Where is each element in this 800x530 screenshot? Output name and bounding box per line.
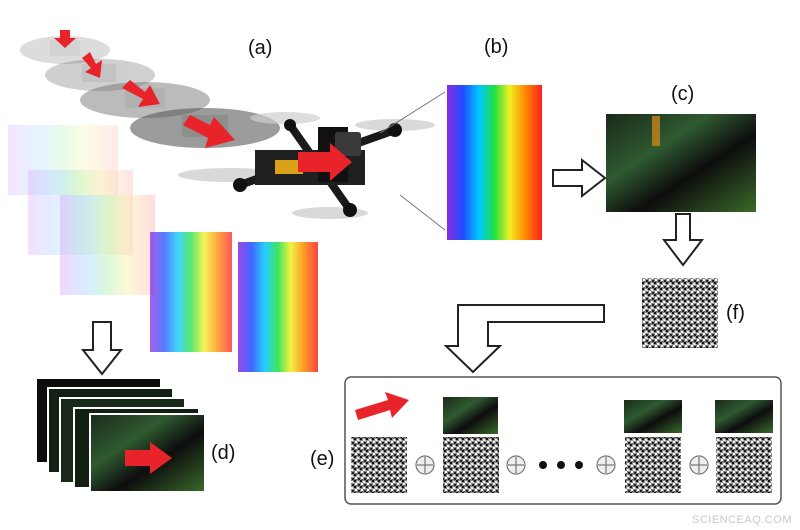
panel-frame-3	[715, 400, 773, 433]
event-frame-c	[606, 114, 756, 212]
label-b: (b)	[484, 36, 509, 58]
label-d: (d)	[211, 442, 236, 464]
arrow-right-b-to-c	[552, 157, 607, 199]
circle-plus-icon	[506, 455, 526, 475]
event-frame-stack	[35, 377, 206, 493]
label-f: (f)	[726, 302, 745, 324]
motion-arrow-3	[122, 80, 160, 107]
circle-plus-icon	[596, 455, 616, 475]
sequence-panel-e	[344, 376, 782, 505]
motion-arrows	[54, 30, 352, 181]
circle-plus-icon	[415, 455, 435, 475]
circle-plus-icon	[689, 455, 709, 475]
event-volume	[379, 85, 542, 240]
event-cloud-stack	[8, 125, 318, 372]
panel-frame-2	[624, 400, 682, 433]
arrow-down-c-to-f	[661, 213, 705, 267]
frame-stack-red-arrow	[125, 442, 172, 474]
motion-arrow-4	[183, 115, 235, 148]
elbow-arrow-f-to-e	[443, 304, 605, 374]
frame-c-highlight	[652, 116, 660, 146]
motion-arrow-5	[298, 143, 352, 181]
label-c: (c)	[671, 83, 695, 105]
panel-red-arrow	[355, 392, 409, 420]
panel-noise-3	[625, 437, 681, 493]
arrow-down-to-d	[80, 321, 124, 376]
noise-image-f	[642, 278, 718, 348]
watermark: SCIENCEAQ.COM	[691, 514, 792, 526]
panel-noise-4	[716, 437, 772, 493]
dots-icon	[539, 461, 583, 469]
drone-main	[178, 112, 435, 219]
motion-arrow-2	[82, 52, 102, 78]
drone-motion-sequence	[20, 30, 435, 219]
panel-noise-1	[351, 437, 407, 493]
label-a: (a)	[248, 37, 273, 59]
label-e: (e)	[310, 448, 335, 470]
panel-noise-2	[443, 437, 499, 493]
panel-frame-1	[443, 397, 498, 434]
motion-arrow-1	[54, 30, 76, 48]
